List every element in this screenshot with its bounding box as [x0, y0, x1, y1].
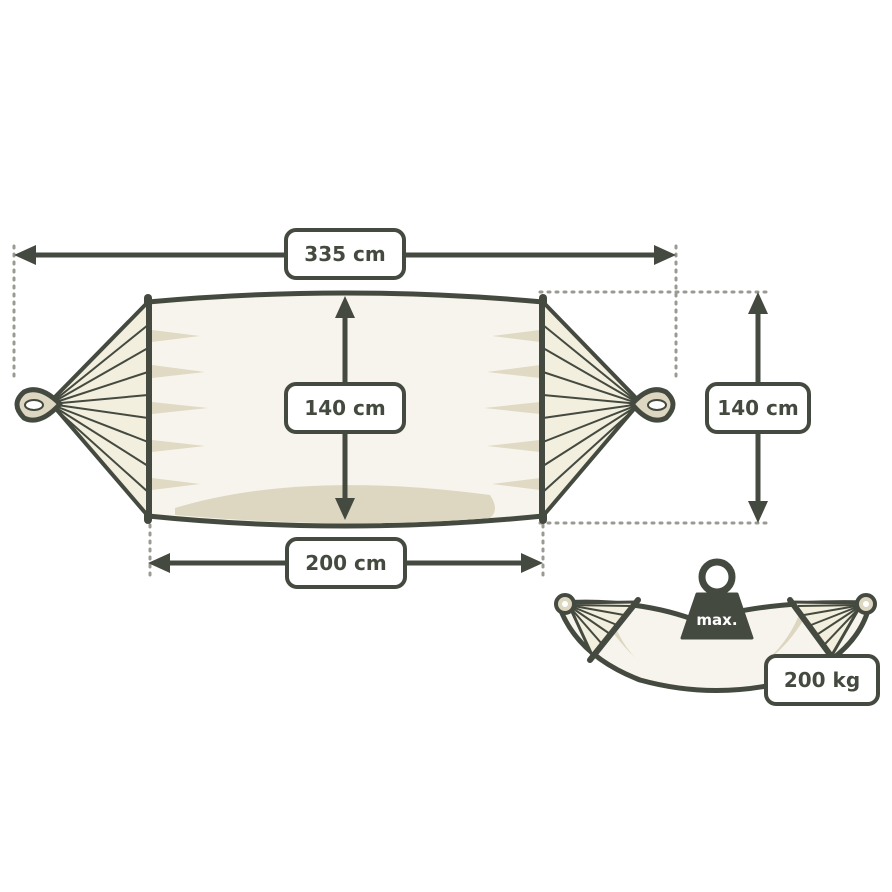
bed-width-text: 140 cm	[304, 396, 385, 420]
arrowhead-left	[14, 245, 36, 265]
left-cords	[49, 324, 149, 493]
label-side-height: 140 cm	[705, 382, 811, 434]
max-load-text: 200 kg	[784, 668, 860, 692]
right-cords	[542, 324, 641, 493]
side-height-text: 140 cm	[717, 396, 798, 420]
right-cord-fan	[541, 300, 642, 518]
label-max-load: 200 kg	[764, 654, 880, 706]
weight-icon: max.	[680, 558, 754, 640]
fabric-shadow	[175, 485, 495, 524]
dotted-guides	[12, 244, 772, 577]
label-total-length: 335 cm	[284, 228, 406, 280]
arrowhead-right	[654, 245, 676, 265]
label-bed-length: 200 cm	[285, 537, 407, 589]
label-bed-width: 140 cm	[284, 382, 406, 434]
left-cord-fan	[48, 300, 150, 518]
total-length-text: 335 cm	[304, 242, 385, 266]
weight-label: max.	[696, 611, 737, 629]
fabric-stripes-right	[484, 330, 540, 490]
fabric-stripes-left	[152, 330, 208, 490]
bed-length-text: 200 cm	[305, 551, 386, 575]
